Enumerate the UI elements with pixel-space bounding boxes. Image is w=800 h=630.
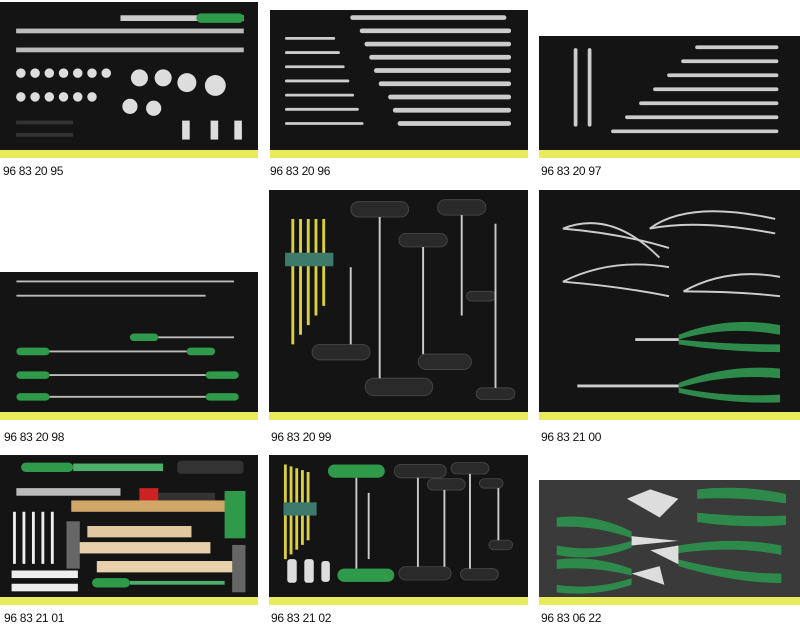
- article-number: 96 83 21 00: [541, 430, 602, 444]
- tray-ring-wrenches[interactable]: [539, 36, 800, 158]
- tray-screwdrivers[interactable]: [0, 272, 258, 420]
- article-number: 96 83 21 02: [271, 611, 332, 625]
- hex-key-set-image: [285, 199, 516, 400]
- socket-set-image: [16, 13, 244, 140]
- green-pliers-set-image: [556, 487, 787, 594]
- article-number: 96 83 20 95: [3, 164, 64, 178]
- article-number: 96 83 06 22: [541, 611, 602, 625]
- t-handle-set-image: [283, 462, 514, 583]
- tray-green-pliers[interactable]: [539, 480, 800, 605]
- tray-pliers[interactable]: [539, 190, 800, 420]
- tray-hammers-chisels[interactable]: [0, 455, 258, 605]
- article-number: 96 83 20 99: [271, 430, 332, 444]
- tray-t-handle-keys[interactable]: [269, 455, 528, 605]
- article-number: 96 83 20 97: [541, 164, 602, 178]
- tray-socket-set[interactable]: [0, 2, 258, 158]
- screwdriver-set-image: [16, 280, 239, 401]
- tray-hex-keys[interactable]: [269, 190, 528, 420]
- article-number: 96 83 20 96: [270, 164, 331, 178]
- hammer-chisel-set-image: [11, 460, 246, 593]
- ring-wrench-set-image: [573, 45, 779, 134]
- pliers-set-image: [562, 210, 781, 403]
- wrench-set-image: [285, 15, 512, 126]
- tray-combination-wrenches[interactable]: [270, 10, 528, 158]
- article-number: 96 83 20 98: [4, 430, 65, 444]
- article-number: 96 83 21 01: [4, 611, 65, 625]
